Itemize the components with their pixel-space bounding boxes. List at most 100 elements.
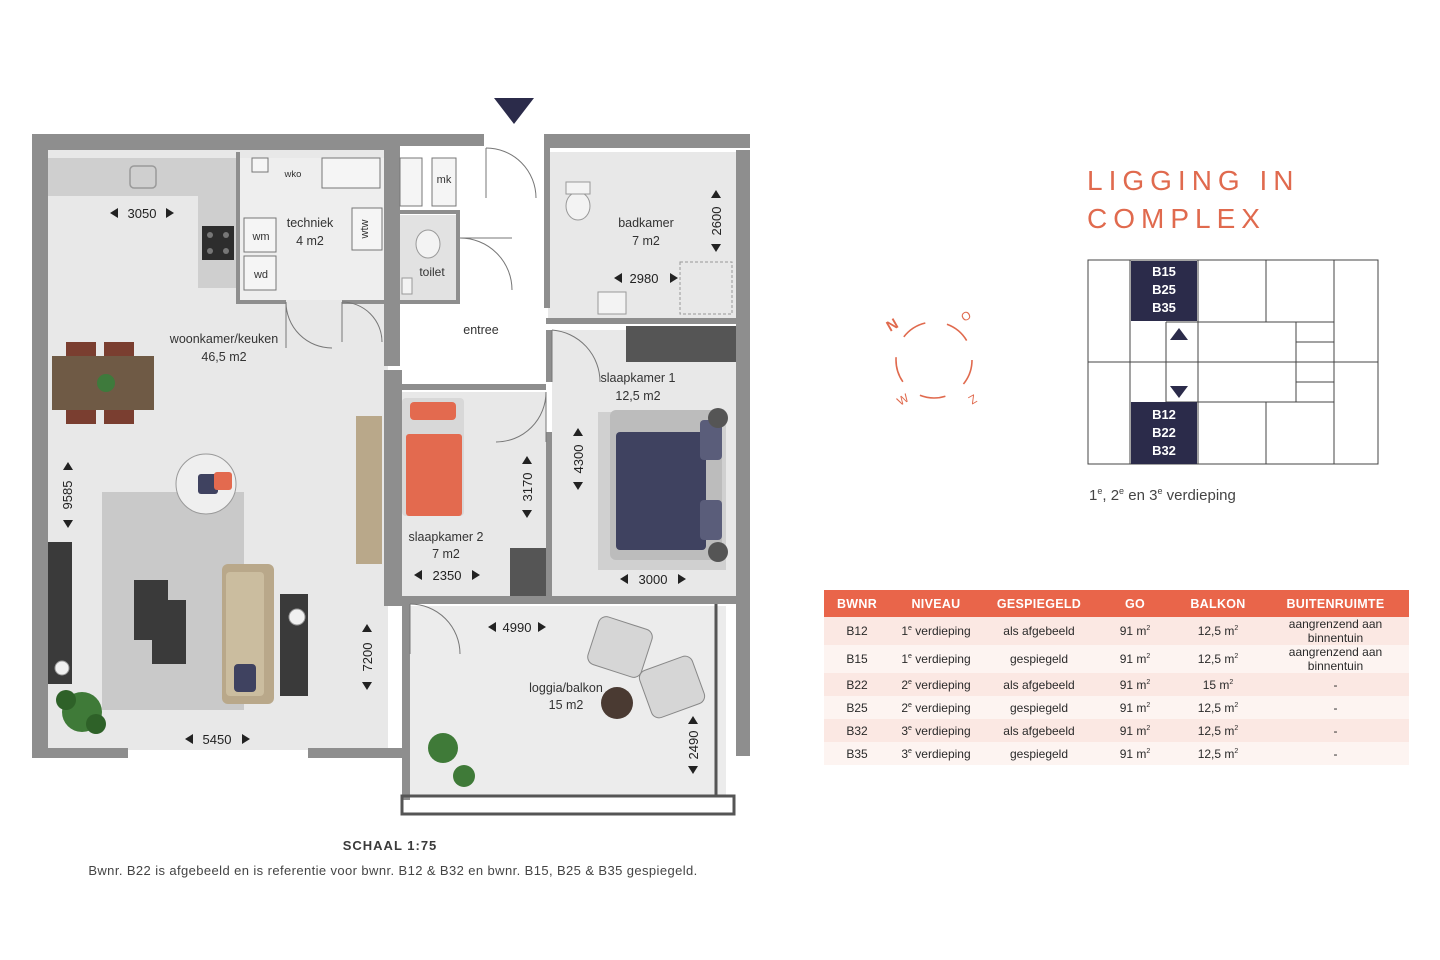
dim-2980: 2980 [630,271,659,286]
wd-label: wd [253,269,268,281]
cell-bwnr: B12 [824,617,890,645]
cell-buitenruimte: - [1262,742,1409,765]
wardrobe [626,326,736,362]
dim-9585: 9585 [60,481,75,510]
cell-niveau: 3e verdieping [890,719,982,742]
dim-3050: 3050 [128,206,157,221]
slaapkamer2-name: slaapkamer 2 [408,530,483,544]
balcony-wall [402,604,410,800]
cell-bwnr: B25 [824,696,890,719]
complex-title: LIGGING IN COMPLEX [1087,162,1387,238]
dim-3000: 3000 [639,572,668,587]
compass-icon: N O Z W [884,308,980,409]
balcony-chairs [587,616,706,719]
walls [32,134,750,758]
wko-label: wko [284,169,302,180]
cell-go: 91 m2 [1096,742,1174,765]
wtw-label: wtw [359,219,371,239]
scale-note: Bwnr. B22 is afgebeeld en is referentie … [88,863,698,878]
unit-b22: B22 [1152,425,1176,440]
unit-b25: B25 [1152,282,1176,297]
techniek-area: 4 m2 [296,234,324,248]
dimension-arrows [63,190,721,774]
badkamer-name: badkamer [618,216,674,230]
dim-2490: 2490 [686,731,701,760]
woonkamer-area: 46,5 m2 [201,350,246,364]
sofa [222,564,274,704]
bwnr-table: BWNR NIVEAU GESPIEGELD GO BALKON BUITENR… [824,590,1409,765]
dim-4990: 4990 [503,620,532,635]
plant-icon [56,690,475,787]
cell-bwnr: B35 [824,742,890,765]
cell-gespiegeld: als afgebeeld [982,617,1096,645]
cell-niveau: 2e verdieping [890,673,982,696]
header-go: GO [1096,590,1174,617]
cell-niveau: 1e verdieping [890,645,982,673]
loggia-name: loggia/balkon [529,681,603,695]
header-gespiegeld: GESPIEGELD [982,590,1096,617]
mk-label: mk [437,174,452,186]
cell-go: 91 m2 [1096,645,1174,673]
header-balkon: BALKON [1174,590,1262,617]
cell-go: 91 m2 [1096,719,1174,742]
cell-go: 91 m2 [1096,696,1174,719]
complex-title-line1: LIGGING IN [1087,165,1300,196]
scale-title: SCHAAL 1:75 [342,838,438,853]
cell-buitenruimte: aangrenzend aan binnentuin [1262,645,1409,673]
dim-7200: 7200 [360,643,375,672]
table-header: BWNR NIVEAU GESPIEGELD GO BALKON BUITENR… [824,590,1409,617]
header-niveau: NIVEAU [890,590,982,617]
dim-5450: 5450 [203,732,232,747]
unit-b35: B35 [1152,300,1176,315]
slaapkamer1-area: 12,5 m2 [615,389,660,403]
compass-w: W [895,390,912,408]
door-swings [285,147,601,655]
header-buitenruimte: BUITENRUIMTE [1262,590,1409,617]
cell-balkon: 12,5 m2 [1174,742,1262,765]
single-bed [402,398,464,516]
cell-gespiegeld: als afgebeeld [982,673,1096,696]
cell-buitenruimte: - [1262,673,1409,696]
dim-2600: 2600 [709,207,724,236]
cell-buitenruimte: - [1262,719,1409,742]
unit-b15-group: B15 B25 B35 [1131,261,1197,321]
complex-title-line2: COMPLEX [1087,203,1266,234]
site-plan: B15 B25 B35 B12 B22 B32 [1087,259,1379,465]
cell-niveau: 2e verdieping [890,696,982,719]
desk [510,548,546,596]
entree-label: entree [463,323,498,337]
kitchen-counter [48,158,236,288]
dining-table [52,342,154,424]
floors-note: 1e, 2e en 3e verdieping [1089,486,1236,504]
entrance-up-arrow-icon [1170,328,1188,340]
woonkamer-name: woonkamer/keuken [169,332,278,346]
wm-label: wm [251,231,269,243]
cell-bwnr: B32 [824,719,890,742]
compass-n: N [884,315,902,335]
double-bed [610,408,728,562]
loggia-area: 15 m2 [549,698,584,712]
unit-b32: B32 [1152,443,1176,458]
cell-balkon: 12,5 m2 [1174,696,1262,719]
header-bwnr: BWNR [824,590,890,617]
cell-gespiegeld: gespiegeld [982,742,1096,765]
cell-gespiegeld: gespiegeld [982,696,1096,719]
entrance-arrow-icon [494,98,534,124]
badkamer-area: 7 m2 [632,234,660,248]
cell-niveau: 3e verdieping [890,742,982,765]
compass-z: Z [966,391,979,407]
cell-balkon: 12,5 m2 [1174,617,1262,645]
toilet-label: toilet [419,265,445,279]
balcony-rail [400,794,736,816]
bathroom-fixtures [401,181,733,315]
cell-bwnr: B15 [824,645,890,673]
floor-plan: woonkamer/keuken 46,5 m2 techniek 4 m2 b… [32,98,750,816]
slaapkamer1-name: slaapkamer 1 [600,371,675,385]
cell-balkon: 12,5 m2 [1174,719,1262,742]
cell-balkon: 15 m2 [1174,673,1262,696]
entrance-down-arrow-icon [1170,386,1188,398]
